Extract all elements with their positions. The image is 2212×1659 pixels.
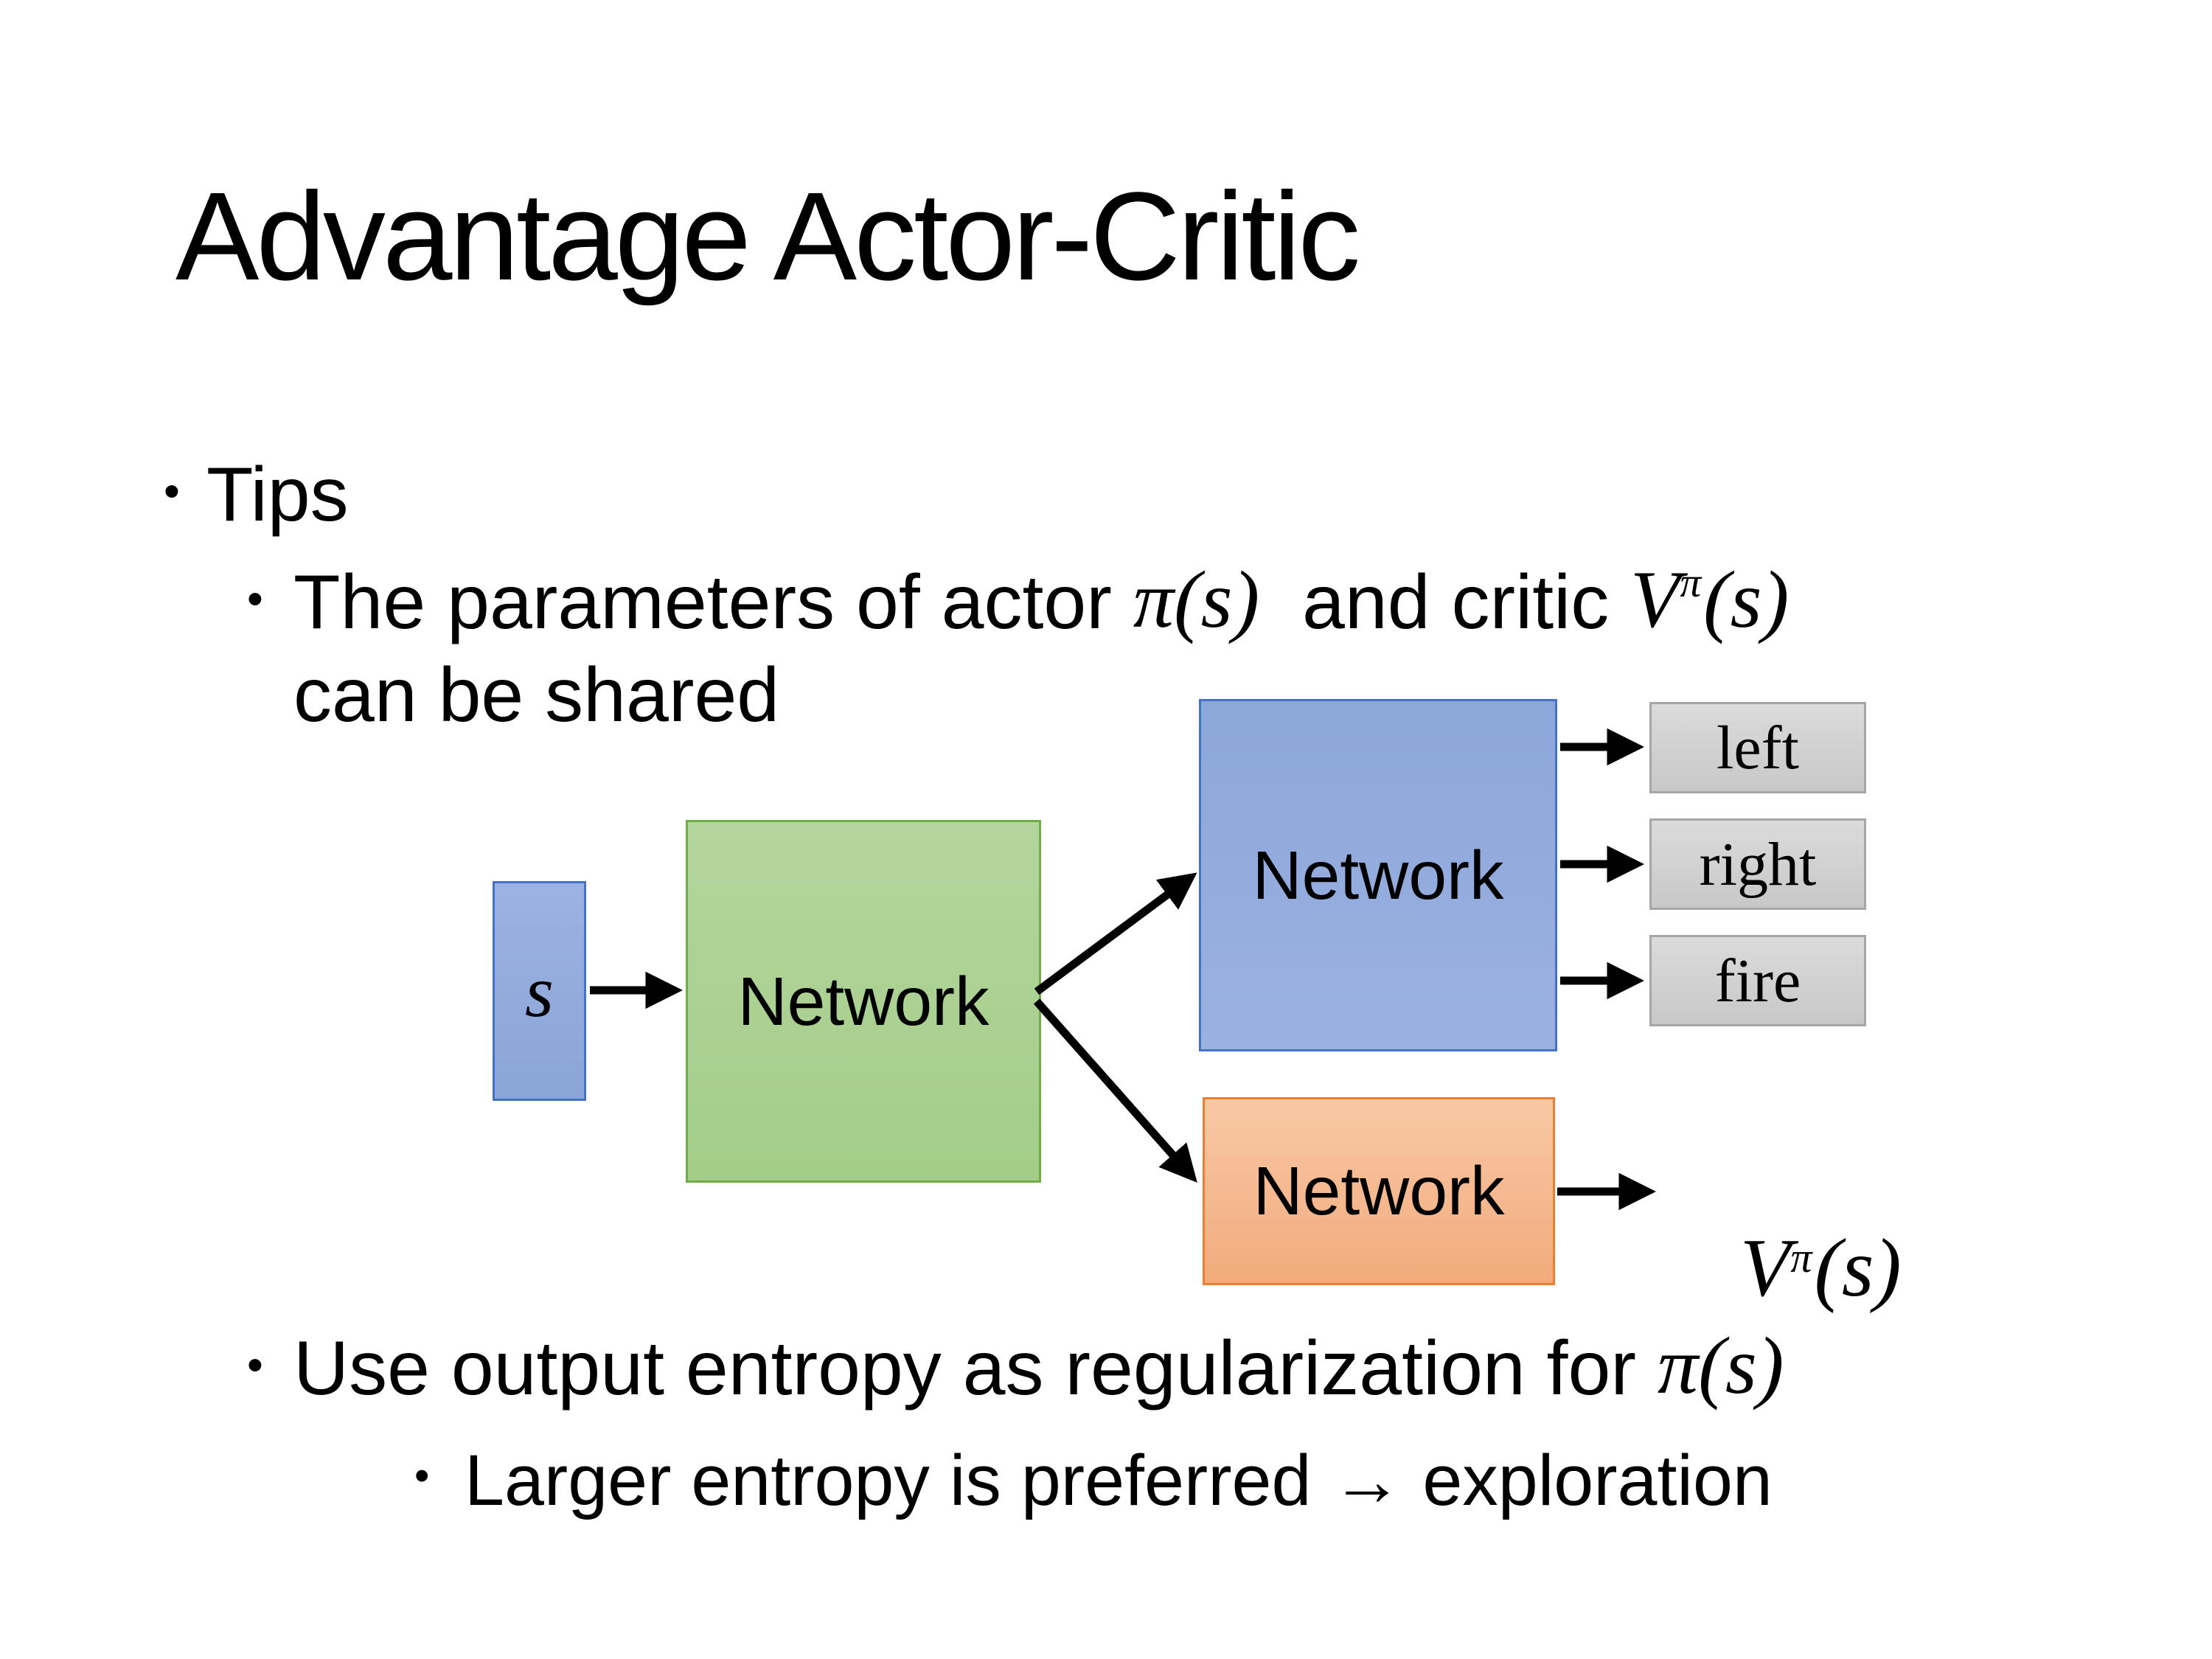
value-base: V [1740, 1222, 1791, 1314]
action-fire-label: fire [1714, 946, 1801, 1015]
bullet-marker: • [247, 573, 263, 625]
state-label: s [525, 950, 554, 1032]
action-box-left: left [1649, 702, 1866, 793]
bullet-marker: • [247, 1339, 263, 1391]
actor-network-label: Network [1252, 836, 1504, 914]
bullet-parameters-shared: • The parameters of actor π(s) and criti… [247, 559, 1789, 647]
bullet-tips: • Tips [164, 451, 349, 540]
parameters-text-run1: The parameters of actor [293, 560, 1133, 645]
shared-network-box: Network [686, 820, 1041, 1183]
value-function-output: Vπ(s) [1658, 1144, 1902, 1392]
action-right-label: right [1699, 830, 1817, 899]
parameters-text-run2: and critic [1259, 560, 1631, 645]
bullet-marker: • [164, 465, 180, 517]
bullet-parameters-shared-line2: can be shared [293, 652, 779, 740]
tips-label: Tips [206, 452, 349, 538]
action-box-right: right [1649, 818, 1866, 910]
action-box-fire: fire [1649, 935, 1866, 1026]
state-input-box: s [493, 881, 586, 1101]
pi-s-math: π(s) [1657, 1321, 1784, 1411]
larger-entropy-text: Larger entropy is preferred → exploratio… [465, 1440, 1773, 1520]
arrow-shared-to-critic-network [1033, 998, 1197, 1183]
bullet-marker: • [414, 1452, 430, 1500]
bullet-larger-entropy: • Larger entropy is preferred → explorat… [414, 1439, 1773, 1522]
entropy-text-run1: Use output entropy as regularization for [293, 1326, 1658, 1411]
shared-network-label: Network [737, 962, 990, 1040]
arrow-shared-to-actor-network [1034, 872, 1197, 995]
value-superscript-pi: π [1790, 1233, 1812, 1281]
critic-v-superscript-pi: π [1680, 560, 1702, 606]
bullet-entropy-regularization: • Use output entropy as regularization f… [247, 1325, 1784, 1413]
actor-network-box: Network [1199, 699, 1557, 1051]
critic-v-argument: (s) [1703, 554, 1790, 644]
value-argument: (s) [1814, 1222, 1902, 1314]
can-be-shared-text: can be shared [293, 653, 780, 738]
actor-pi-s-math: π(s) [1133, 554, 1260, 644]
slide-title: Advantage Actor-Critic [175, 167, 1360, 307]
critic-v-math: V [1630, 554, 1680, 644]
critic-network-label: Network [1253, 1152, 1505, 1229]
critic-network-box: Network [1203, 1097, 1555, 1285]
action-left-label: left [1717, 713, 1799, 782]
